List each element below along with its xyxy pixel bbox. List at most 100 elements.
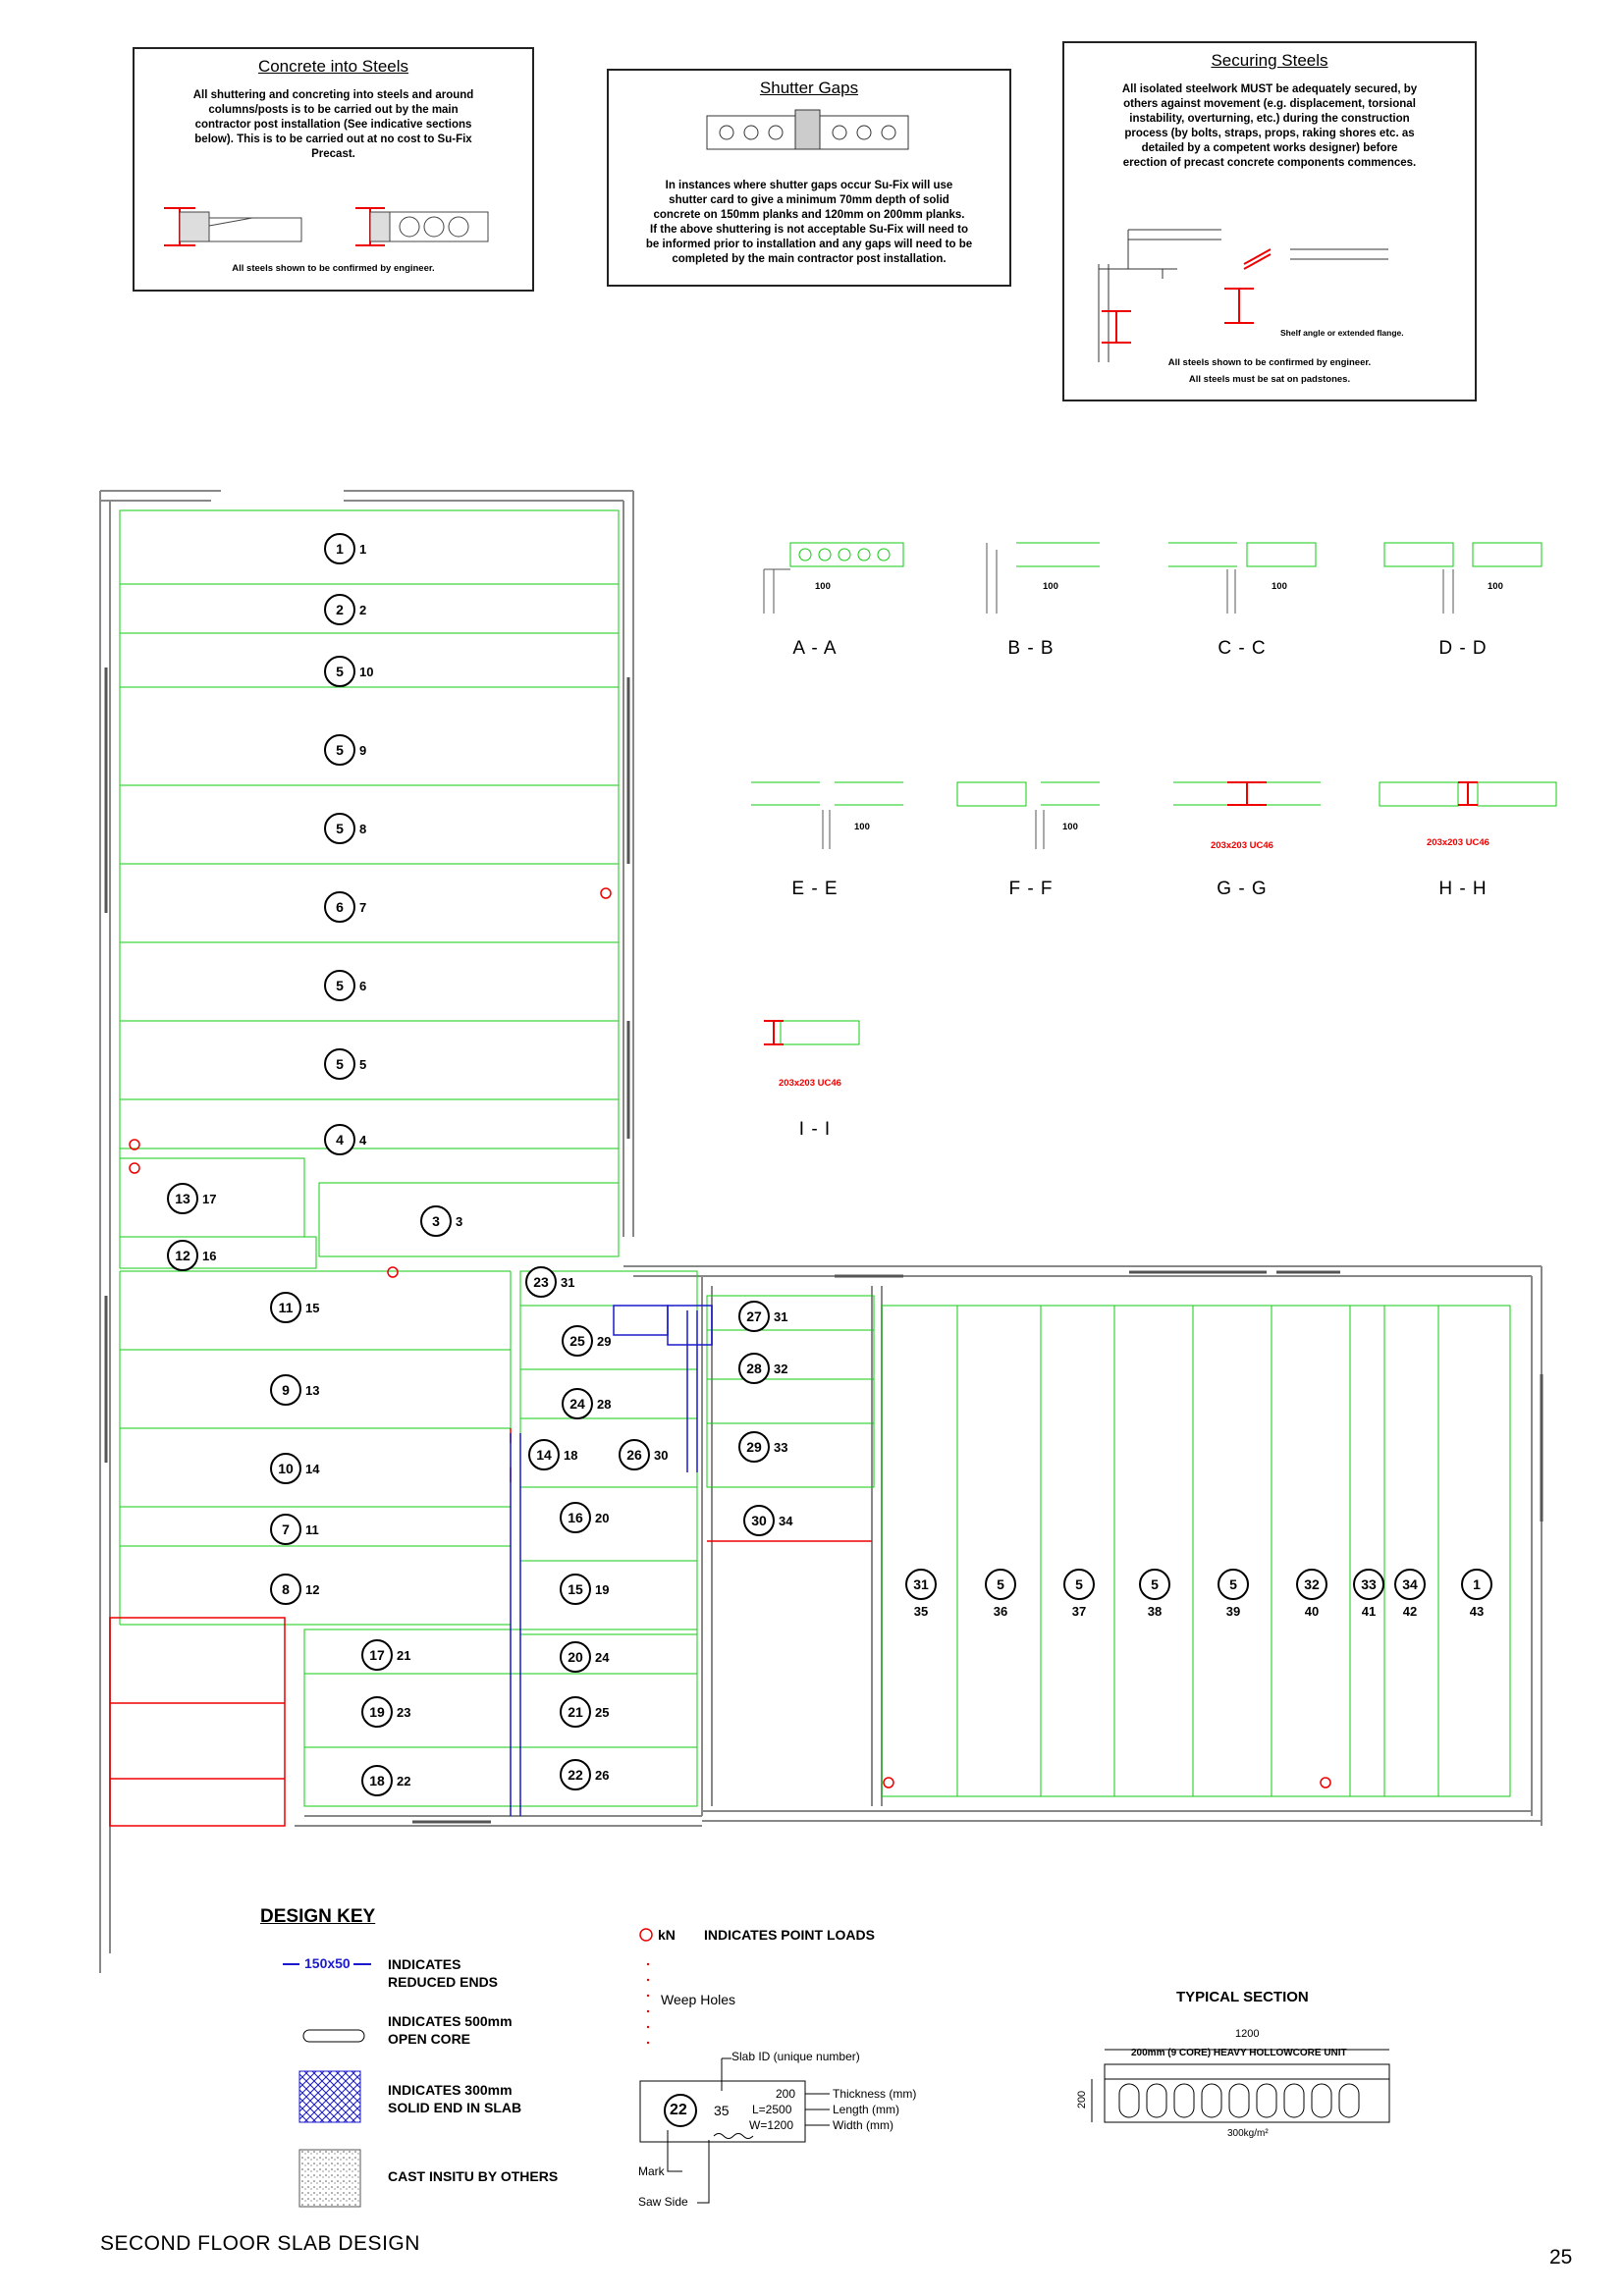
slab-id: 17 (202, 1191, 217, 1206)
slab-mark: 5 (324, 656, 355, 687)
slab-mark: 7 (270, 1514, 301, 1545)
section-label: A - A (792, 638, 838, 659)
slab-mark: 3 (420, 1205, 452, 1237)
slab-id: 3 (456, 1213, 463, 1229)
securing-note-footer: All steels shown to be confirmed by engi… (1167, 357, 1372, 368)
slab-id: 31 (561, 1274, 575, 1290)
securing-note-line: instability, overturning, etc.) during t… (1129, 113, 1410, 125)
slab-mark: 23 (525, 1266, 557, 1298)
concrete-note-footer: All steels shown to be confirmed by engi… (232, 263, 435, 274)
key-cast-insitu: CAST INSITU BY OTHERS (388, 2168, 559, 2184)
slab-mark: 5 (985, 1569, 1016, 1600)
slab-mark: 18 (361, 1765, 393, 1796)
key-weep-holes: Weep Holes (661, 1992, 736, 2007)
slab-mark: 5 (1139, 1569, 1170, 1600)
slab-marker: 13 17 (167, 1183, 216, 1214)
concrete-note-box: Concrete into Steels All shuttering and … (133, 47, 534, 292)
example-length-label: Length (mm) (833, 2103, 900, 2116)
slab-mark: 29 (738, 1431, 770, 1463)
slab-mark: 12 (167, 1240, 198, 1271)
slab-mark: 10 (270, 1453, 301, 1484)
key-open-core: INDICATES 500mm OPEN CORE (388, 2012, 513, 2048)
slab-mark: 16 (560, 1502, 591, 1533)
slab-mark: 22 (560, 1759, 591, 1790)
shutter-note-title: Shutter Gaps (759, 79, 859, 97)
securing-note-title: Securing Steels (1211, 51, 1328, 70)
key-solid-end: INDICATES 300mm SOLID END IN SLAB (388, 2081, 521, 2116)
section-dim: 100 (1043, 581, 1058, 592)
section-label: G - G (1217, 879, 1268, 899)
section-dim: 100 (815, 581, 831, 592)
slab-id: 11 (305, 1522, 319, 1537)
slab-mark: 32 (1296, 1569, 1327, 1600)
shutter-note-box: Shutter Gaps In instances where shutter … (607, 69, 1011, 287)
slab-mark: 30 (743, 1505, 775, 1536)
example-length: L=2500 (752, 2103, 792, 2116)
slab-mark: 5 (324, 970, 355, 1001)
page-title: SECOND FLOOR SLAB DESIGN (100, 2232, 420, 2255)
slab-marker: 7 11 (270, 1514, 319, 1545)
slab-id: 4 (359, 1132, 367, 1148)
typical-section-title: TYPICAL SECTION (1176, 1989, 1309, 2005)
slab-marker: 12 16 (167, 1240, 216, 1271)
slab-mark: 5 (1063, 1569, 1095, 1600)
section-label: E - E (791, 879, 839, 899)
slab-mark: 15 (560, 1574, 591, 1605)
slab-id: 20 (595, 1510, 610, 1525)
key-reduced-ends: INDICATES REDUCED ENDS (388, 1955, 498, 1991)
securing-note-line: detailed by a competent works designer) … (1141, 142, 1398, 154)
slab-id: 39 (1225, 1604, 1241, 1619)
section-label: D - D (1438, 638, 1488, 659)
slab-id: 16 (202, 1248, 217, 1263)
slab-mark: 5 (1218, 1569, 1249, 1600)
slab-id: 19 (595, 1581, 610, 1597)
slab-id: 5 (359, 1056, 367, 1072)
key-point-loads: INDICATES POINT LOADS (704, 1927, 875, 1943)
slab-id: 38 (1147, 1604, 1163, 1619)
slab-id: 28 (597, 1396, 612, 1412)
section-dim: 100 (1272, 581, 1287, 592)
shutter-note-sketch (706, 109, 909, 150)
slab-mark: 24 (562, 1388, 593, 1419)
securing-note-footer: All steels must be sat on padstones. (1188, 374, 1351, 385)
typical-section-depth: 200 (1076, 2090, 1089, 2109)
slab-mark: 1 (324, 533, 355, 564)
example-thickness-label: Thickness (mm) (833, 2087, 917, 2101)
slab-id: 1 (359, 541, 367, 557)
slab-id: 18 (564, 1447, 578, 1463)
concrete-note-line: columns/posts is to be carried out by th… (208, 104, 459, 116)
slab-mark: 13 (167, 1183, 198, 1214)
slab-id: 26 (595, 1767, 610, 1783)
securing-note-line: others against movement (e.g. displaceme… (1123, 98, 1416, 110)
slab-id: 22 (397, 1773, 411, 1789)
securing-note-line: All isolated steelwork MUST be adequatel… (1121, 83, 1418, 95)
section-dim: 100 (1062, 822, 1078, 832)
slab-mark: 33 (1353, 1569, 1384, 1600)
example-mark-label: Mark (638, 2164, 665, 2178)
walls (99, 490, 1543, 1973)
shutter-note-line: In instances where shutter gaps occur Su… (665, 180, 953, 191)
example-width-label: Width (mm) (833, 2118, 893, 2132)
slab-id: 6 (359, 978, 367, 993)
